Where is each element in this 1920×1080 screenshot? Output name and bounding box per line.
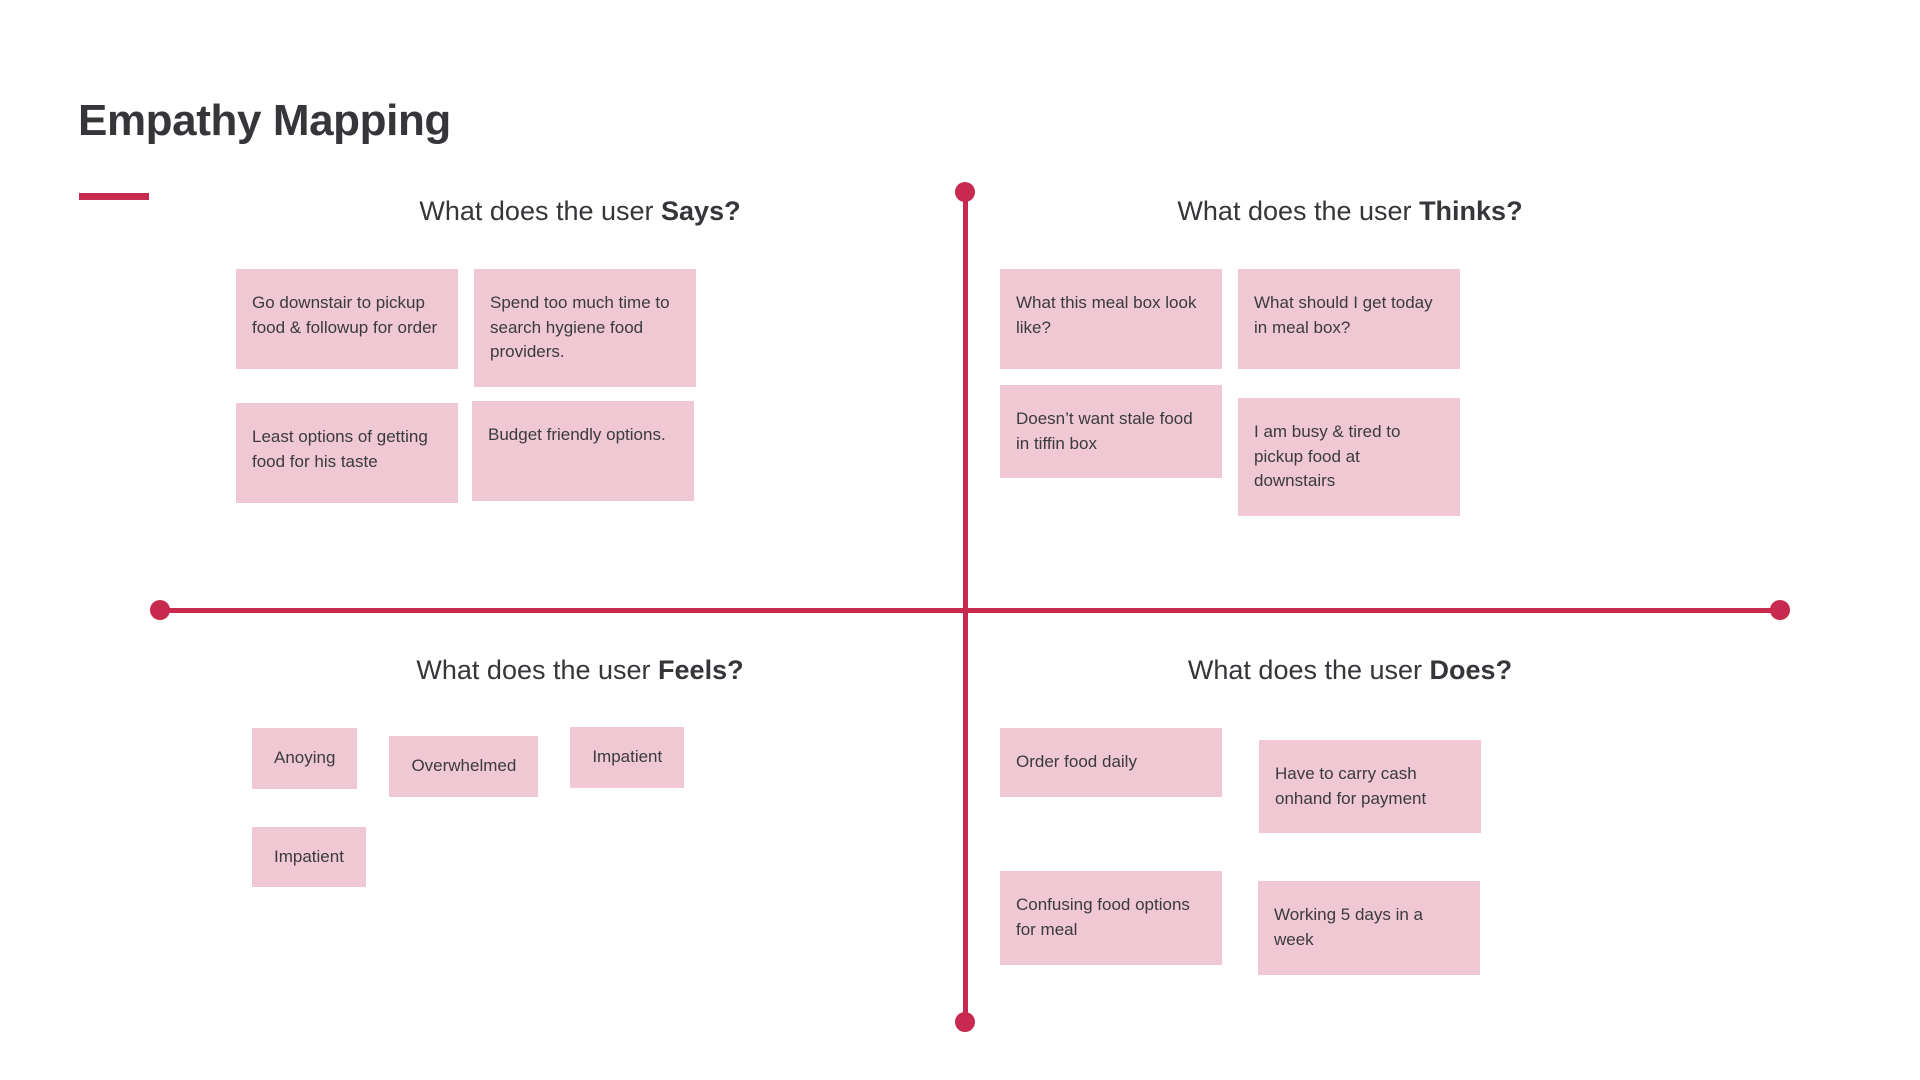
note-row: Least options of getting food for his ta… [236, 400, 930, 503]
sticky-note[interactable]: Working 5 days in a week [1258, 881, 1480, 975]
sticky-note[interactable]: Impatient [570, 727, 685, 788]
axis-endpoint-dot-bottom [955, 1012, 975, 1032]
note-row: Anoying Overwhelmed Impatient [252, 727, 930, 797]
sticky-note[interactable]: Spend too much time to search hygiene fo… [474, 269, 696, 387]
note-row: Doesn’t want stale food in tiffin box I … [1000, 385, 1700, 516]
sticky-note[interactable]: Order food daily [1000, 728, 1222, 797]
sticky-note[interactable]: What should I get today in meal box? [1238, 269, 1460, 369]
heading-prefix-thinks: What does the user [1177, 196, 1420, 226]
note-row: Impatient [252, 826, 930, 888]
heading-prefix-feels: What does the user [416, 655, 659, 685]
heading-accent-does: Does? [1429, 655, 1513, 685]
note-row: What this meal box look like? What shoul… [1000, 269, 1700, 369]
page-title: Empathy Mapping [78, 96, 451, 145]
quadrant-heading-does: What does the user Does? [1000, 655, 1700, 686]
sticky-note[interactable]: Overwhelmed [389, 736, 539, 797]
note-group-does: Order food daily Have to carry cash onha… [1000, 728, 1700, 991]
sticky-note[interactable]: I am busy & tired to pickup food at down… [1238, 398, 1460, 516]
sticky-note[interactable]: Impatient [252, 826, 366, 888]
note-group-feels: Anoying Overwhelmed Impatient Impatient [230, 727, 930, 903]
note-row: Go downstair to pickup food & followup f… [236, 269, 930, 387]
quadrant-heading-feels: What does the user Feels? [230, 655, 930, 686]
note-group-thinks: What this meal box look like? What shoul… [1000, 269, 1700, 532]
quadrant-feels: What does the user Feels? Anoying Overwh… [230, 655, 930, 903]
axis-endpoint-dot-right [1770, 600, 1790, 620]
horizontal-axis-line [160, 608, 1780, 613]
sticky-note[interactable]: Confusing food options for meal [1000, 871, 1222, 965]
note-group-says: Go downstair to pickup food & followup f… [230, 269, 930, 519]
heading-accent-feels: Feels? [658, 655, 744, 685]
sticky-note[interactable]: What this meal box look like? [1000, 269, 1222, 369]
vertical-axis-line [963, 192, 968, 1022]
sticky-note[interactable]: Doesn’t want stale food in tiffin box [1000, 385, 1222, 479]
quadrant-thinks: What does the user Thinks? What this mea… [1000, 196, 1700, 532]
heading-accent-thinks: Thinks? [1419, 196, 1523, 226]
heading-accent-says: Says? [661, 196, 741, 226]
sticky-note[interactable]: Have to carry cash onhand for payment [1259, 740, 1481, 834]
note-row: Order food daily Have to carry cash onha… [1000, 728, 1700, 834]
heading-prefix-says: What does the user [419, 196, 662, 226]
title-accent-rule [79, 193, 149, 200]
quadrant-heading-says: What does the user Says? [230, 196, 930, 227]
axis-endpoint-dot-top [955, 182, 975, 202]
quadrant-does: What does the user Does? Order food dail… [1000, 655, 1700, 991]
quadrant-heading-thinks: What does the user Thinks? [1000, 196, 1700, 227]
sticky-note[interactable]: Budget friendly options. [472, 400, 694, 501]
sticky-note[interactable]: Anoying [252, 728, 358, 789]
heading-prefix-does: What does the user [1187, 655, 1430, 685]
sticky-note[interactable]: Least options of getting food for his ta… [236, 402, 458, 503]
axis-endpoint-dot-left [150, 600, 170, 620]
note-row: Confusing food options for meal Working … [1000, 871, 1700, 975]
quadrant-says: What does the user Says? Go downstair to… [230, 196, 930, 519]
sticky-note[interactable]: Go downstair to pickup food & followup f… [236, 269, 458, 369]
